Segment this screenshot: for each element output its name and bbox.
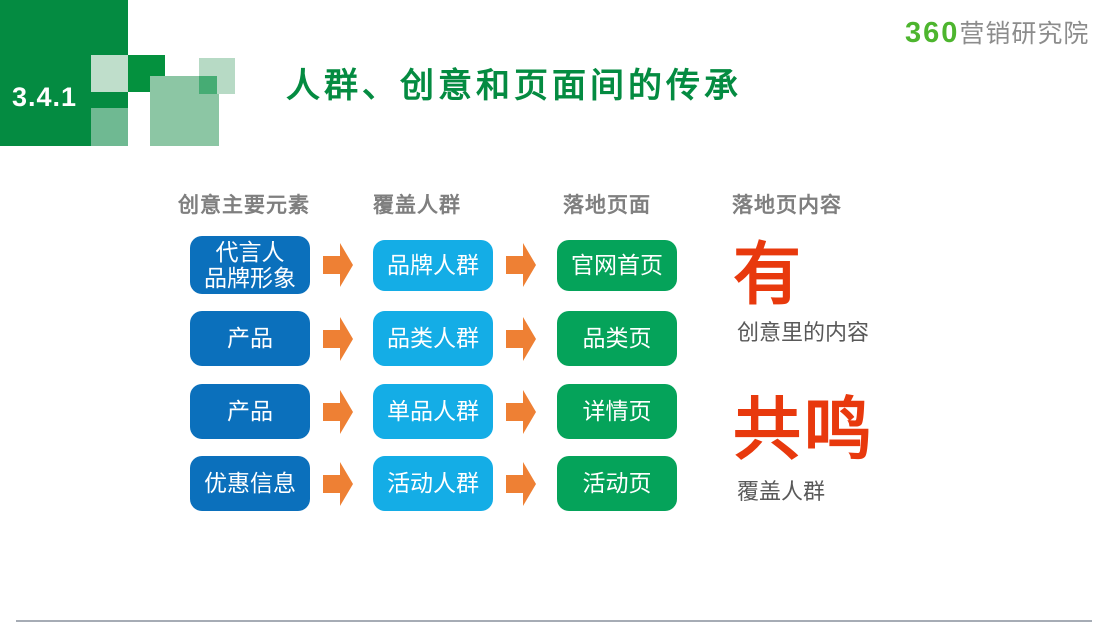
flow-row: 代言人 品牌形象 品牌人群 官网首页 <box>190 236 677 294</box>
landing-page-box: 官网首页 <box>557 239 677 291</box>
arrow-right-icon <box>323 316 353 361</box>
audience-box: 单品人群 <box>373 384 493 439</box>
arrow-right-icon <box>506 461 536 506</box>
bottom-divider <box>16 620 1092 622</box>
column-header-audience: 覆盖人群 <box>373 194 461 217</box>
emphasis-keyword-you: 有 <box>733 237 805 313</box>
creative-box: 代言人 品牌形象 <box>190 236 310 294</box>
arrow-right-icon <box>323 461 353 506</box>
creative-box: 产品 <box>190 311 310 366</box>
flow-row: 产品 品类人群 品类页 <box>190 310 677 367</box>
arrow-right-icon <box>506 243 536 287</box>
creative-box: 优惠信息 <box>190 456 310 511</box>
column-header-creative: 创意主要元素 <box>178 194 310 217</box>
deco-square <box>199 76 217 94</box>
deco-square <box>91 55 128 92</box>
section-number: 3.4.1 <box>12 82 78 112</box>
audience-box: 品牌人群 <box>373 239 493 291</box>
audience-box: 活动人群 <box>373 456 493 511</box>
emphasis-keyword-gongming: 共鸣 <box>733 392 876 468</box>
landing-page-box: 品类页 <box>557 311 677 366</box>
audience-box: 品类人群 <box>373 311 493 366</box>
landing-page-box: 详情页 <box>557 384 677 439</box>
arrow-right-icon <box>506 389 536 434</box>
column-header-content: 落地页内容 <box>732 194 842 217</box>
emphasis-caption-creative-content: 创意里的内容 <box>737 320 870 345</box>
creative-box: 产品 <box>190 384 310 439</box>
logo-name-text: 营销研究院 <box>959 20 1090 48</box>
flow-row: 产品 单品人群 详情页 <box>190 383 677 440</box>
page-title: 人群、创意和页面间的传承 <box>286 67 742 105</box>
deco-square <box>91 108 128 146</box>
landing-page-box: 活动页 <box>557 456 677 511</box>
flow-row: 优惠信息 活动人群 活动页 <box>190 455 677 512</box>
arrow-right-icon <box>323 389 353 434</box>
emphasis-caption-audience: 覆盖人群 <box>737 479 826 504</box>
column-header-page: 落地页面 <box>563 194 651 217</box>
arrow-right-icon <box>506 316 536 361</box>
arrow-right-icon <box>323 243 353 287</box>
logo-360-text: 360 <box>905 17 960 49</box>
